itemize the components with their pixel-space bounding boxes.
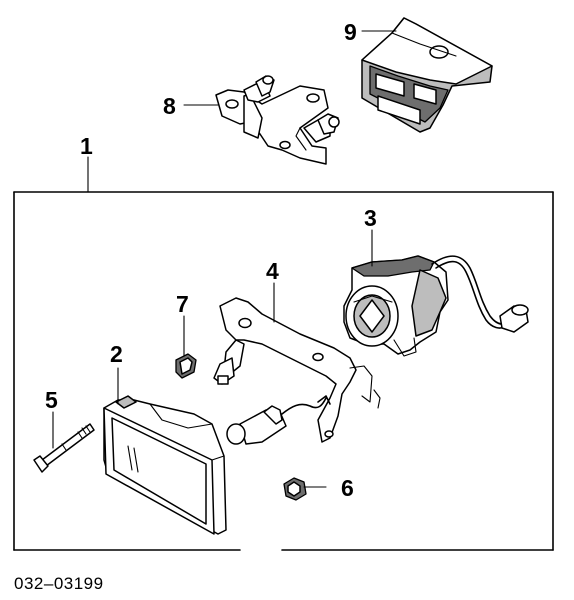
part-3-socket-with-wire [343,255,529,357]
callout-2: 2 [110,341,123,367]
part-7-clip [175,353,197,379]
part-4-mounting-bracket [213,297,381,445]
part-8-socket-plate [215,75,340,165]
callout-7: 7 [176,291,189,317]
diagram-code: 032–03199 [14,574,104,593]
assembly-frame [13,191,554,551]
callout-8: 8 [163,93,176,119]
callout-5: 5 [45,387,58,413]
part-6-nut [283,477,307,501]
callout-9: 9 [344,19,357,45]
callout-6: 6 [341,475,354,501]
callout-3: 3 [364,205,377,231]
part-9-bracket-block [361,17,493,133]
callout-1: 1 [80,133,93,159]
callout-labels: 1 2 3 4 5 6 7 8 9 [45,19,377,501]
callout-4: 4 [266,258,279,284]
leader-lines [52,30,397,488]
part-5-screw [33,423,95,473]
part-2-lamp-housing [103,395,227,535]
